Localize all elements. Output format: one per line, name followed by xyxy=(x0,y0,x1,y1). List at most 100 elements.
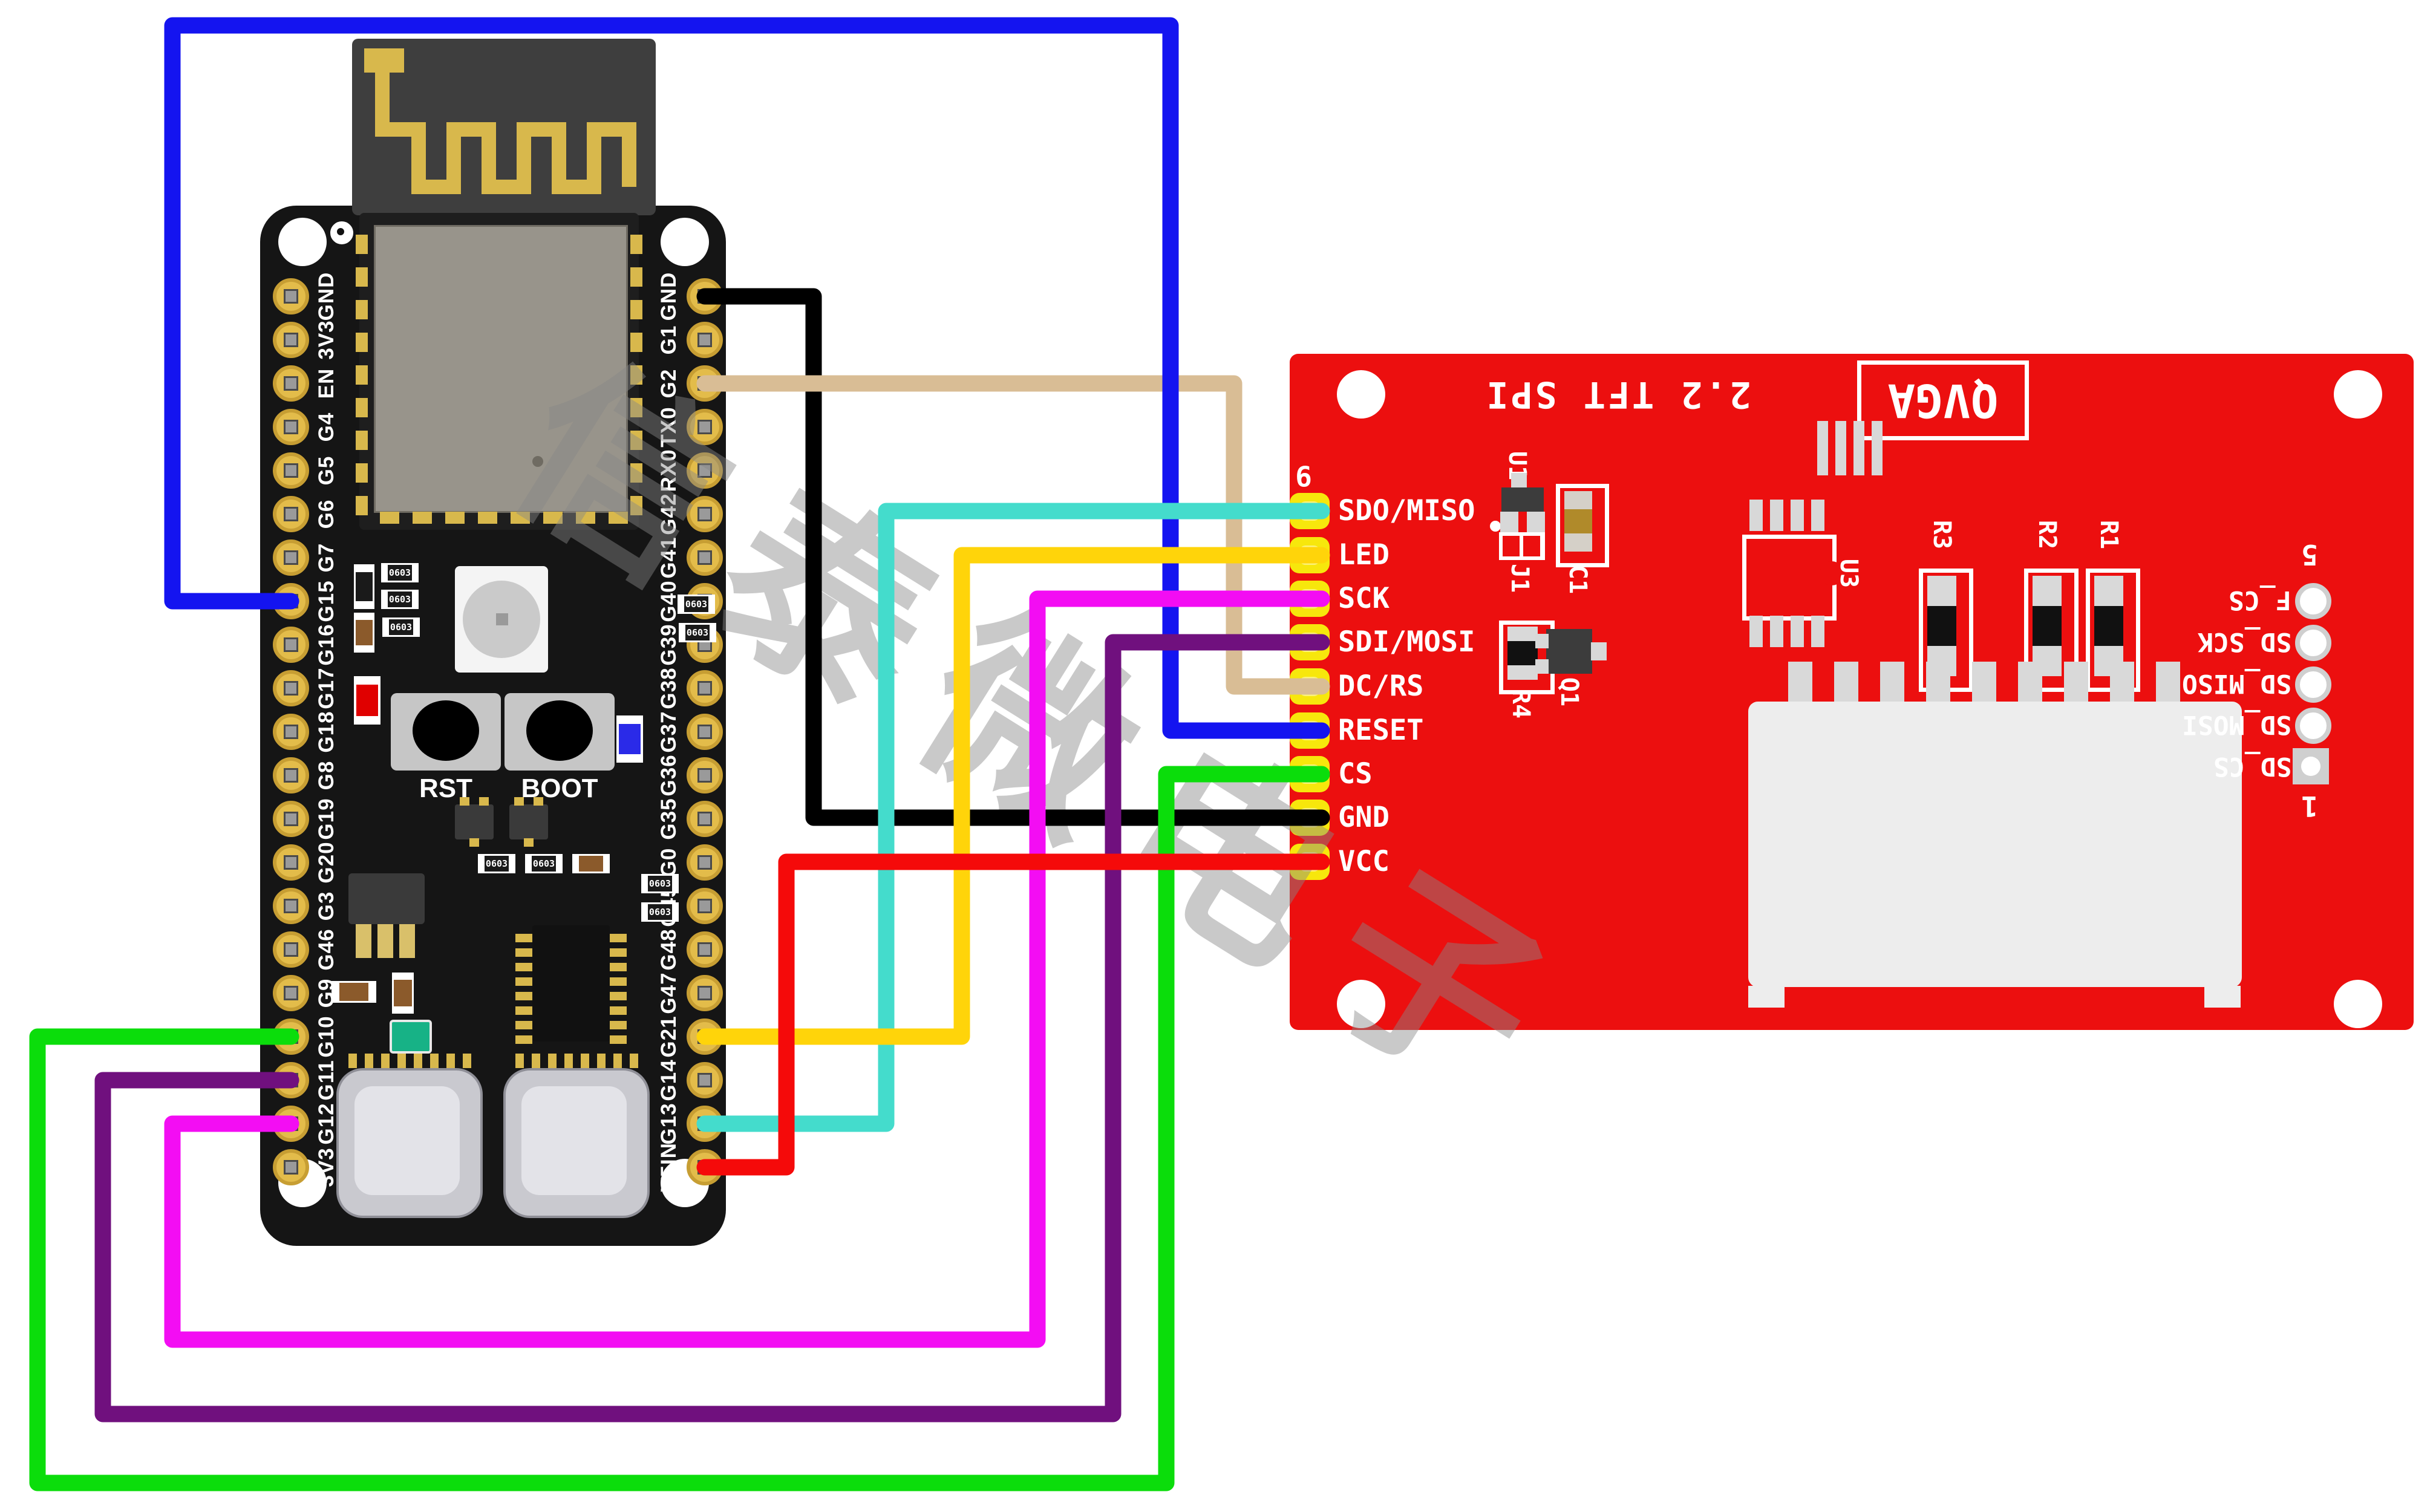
ic-pin xyxy=(610,992,627,1000)
c1-capacitor xyxy=(1556,484,1609,567)
ic-chip xyxy=(532,925,610,1041)
wire-gnd xyxy=(696,288,1330,826)
castellation-pad xyxy=(630,300,642,319)
usb-pad xyxy=(564,1054,573,1068)
esp32-pad-left-G5-hole xyxy=(284,463,298,478)
mount-hole xyxy=(661,218,709,266)
smd-body: 0603 xyxy=(685,624,710,641)
u3-pad xyxy=(1811,500,1824,531)
sd-pad-SD_MISO xyxy=(2295,666,2331,703)
sot23-leg xyxy=(514,797,524,806)
pad-bar xyxy=(1835,421,1846,475)
smd-chip-v xyxy=(354,564,374,609)
castellation-pad xyxy=(630,365,642,385)
ic-pin xyxy=(515,1035,532,1044)
castellation-pad xyxy=(543,512,563,524)
fiducial-hole xyxy=(337,228,344,235)
r1-chip xyxy=(2094,606,2123,646)
castellation-pad xyxy=(511,512,530,524)
c1-band xyxy=(1564,509,1592,533)
castellation-pad xyxy=(630,463,642,483)
u3-notch xyxy=(1820,561,1844,585)
mount-hole xyxy=(2334,980,2382,1028)
castellation-pad xyxy=(630,431,642,450)
u3-pad xyxy=(1811,616,1824,647)
castellation-pad xyxy=(380,512,399,524)
regulator-leg xyxy=(356,924,371,958)
esp32-pad-left-G16-hole xyxy=(284,637,298,652)
smd-chip-v xyxy=(616,715,643,763)
u3-pad xyxy=(1770,500,1783,531)
u1-body xyxy=(1501,487,1544,512)
sd-contact xyxy=(1788,662,1812,702)
via-dot xyxy=(1490,521,1501,532)
ic-pin xyxy=(610,1006,627,1015)
pad-bar xyxy=(1872,421,1883,475)
pad-bar xyxy=(1853,421,1864,475)
usb-pad xyxy=(548,1054,557,1068)
tft-pin-label-GND: GND xyxy=(1338,801,1390,834)
wire-vcc xyxy=(696,853,1330,1176)
u3-pad xyxy=(1791,616,1804,647)
smd-body: 0603 xyxy=(388,564,412,581)
regulator-leg xyxy=(377,924,393,958)
sd-pad-F_CS xyxy=(2295,583,2331,619)
sd-contact xyxy=(2110,662,2134,702)
crystal xyxy=(390,1020,432,1054)
rst-button-cap[interactable] xyxy=(413,700,479,761)
tft-pin-label-SDI/MOSI: SDI/MOSI xyxy=(1338,625,1475,659)
ic-pin xyxy=(515,948,532,957)
sd-card-socket xyxy=(1748,702,2242,987)
castellation-pad xyxy=(630,398,642,417)
usb-c-port-left-inner xyxy=(354,1086,460,1195)
sd-contact xyxy=(2064,662,2088,702)
esp32-pad-right-G41-hole xyxy=(697,550,712,565)
q1-pad xyxy=(1535,659,1549,674)
smd-chip-v xyxy=(354,613,374,653)
esp32-pad-left-G20-hole xyxy=(284,855,298,870)
sd-contact xyxy=(1972,662,1996,702)
esp32-pad-right-G35-hole xyxy=(697,812,712,826)
u1-pad xyxy=(1511,473,1527,487)
esp32-pad-right-G45-hole xyxy=(697,899,712,913)
tft-pin-label-VCC: VCC xyxy=(1338,845,1390,878)
castellation-pad xyxy=(356,235,368,254)
esp32-pad-left-G18-hole xyxy=(284,725,298,739)
smd-body xyxy=(355,572,373,601)
boot-button-cap[interactable] xyxy=(526,700,593,761)
tft-pin-label-SDO/MISO: SDO/MISO xyxy=(1338,494,1475,527)
ic-pin xyxy=(515,1021,532,1029)
ic-pin xyxy=(610,1021,627,1029)
castellation-pad xyxy=(356,431,368,450)
u3-pad xyxy=(1749,500,1763,531)
castellation-pad xyxy=(576,512,595,524)
wire-sdo-miso xyxy=(696,503,1330,1132)
ic-pin xyxy=(515,977,532,986)
usb-pad xyxy=(613,1054,622,1068)
u1-pad xyxy=(1500,512,1518,532)
sot23-body xyxy=(455,804,494,839)
sd-pad-SD_MOSI xyxy=(2295,708,2331,744)
smd-body: 0603 xyxy=(389,619,413,636)
pad-bar xyxy=(1817,421,1828,475)
sd-pad-hole xyxy=(2301,757,2320,776)
esp32-pad-left-G9-hole xyxy=(284,986,298,1000)
r2-resistor xyxy=(2024,569,2079,692)
mount-hole xyxy=(1337,980,1385,1028)
ic-pin xyxy=(515,1006,532,1015)
esp32-pad-right-GND xyxy=(687,278,723,314)
esp32-pad-right-TX0-hole xyxy=(697,420,712,434)
regulator-leg xyxy=(399,924,415,958)
esp32-pad-left-G4-hole xyxy=(284,420,298,434)
ic-pin xyxy=(515,992,532,1000)
castellation-pad xyxy=(356,398,368,417)
esp32-pad-right-G0-hole xyxy=(697,855,712,870)
usb-pad xyxy=(381,1054,390,1068)
usb-pad xyxy=(463,1054,471,1068)
esp32-pad-left-G3-hole xyxy=(284,899,298,913)
u3-pad xyxy=(1749,616,1763,647)
sot23-leg xyxy=(469,838,479,847)
antenna-trace-icon xyxy=(364,48,636,194)
